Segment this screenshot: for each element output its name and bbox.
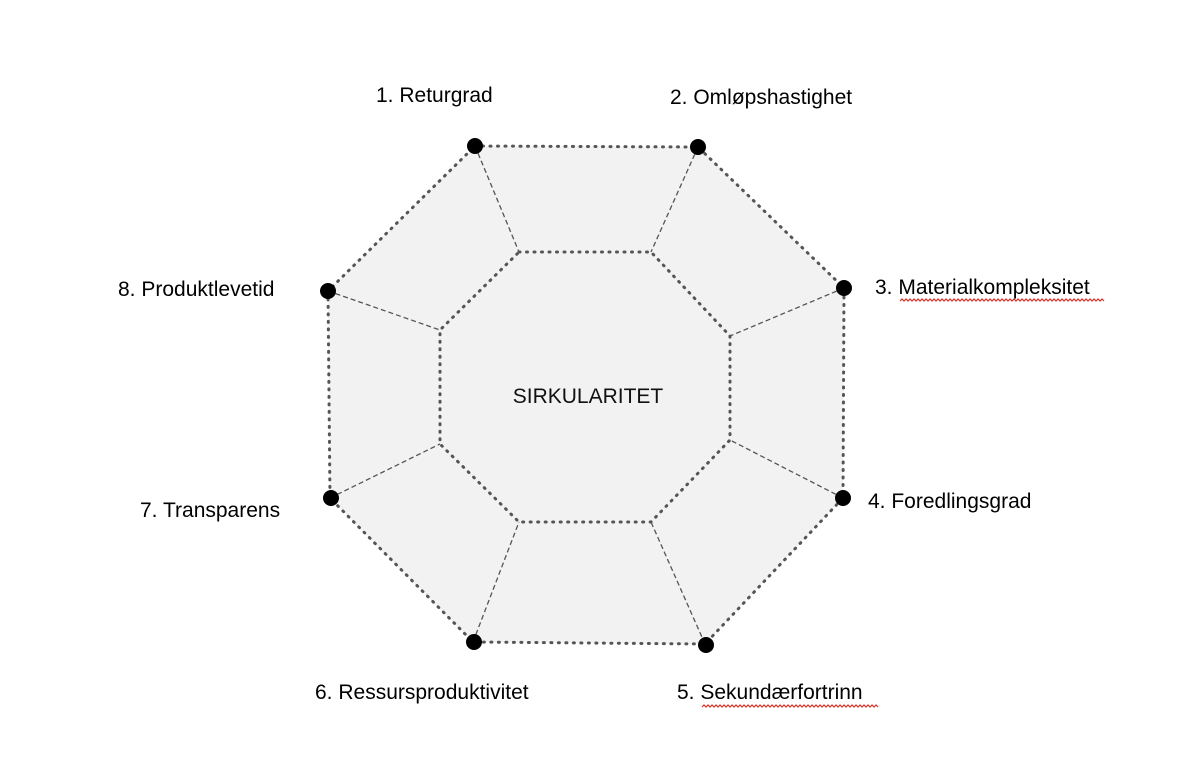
- node-4: [835, 490, 851, 506]
- label-sekundaerfortrinn: 5. Sekundærfortrinn: [677, 681, 863, 704]
- spoke-4: [729, 439, 844, 499]
- label-foredlingsgrad: 4. Foredlingsgrad: [868, 490, 1031, 513]
- spoke-8: [327, 290, 441, 331]
- spoke-3: [729, 287, 845, 337]
- nodes: [320, 138, 852, 653]
- spoke-7: [329, 443, 441, 499]
- spoke-2: [650, 146, 699, 253]
- label-transparens: 7. Transparens: [140, 499, 280, 522]
- label-returgrad: 1. Returgrad: [376, 84, 493, 107]
- inner-octagon: [438, 250, 732, 524]
- label-omlopshastighet: 2. Omløpshastighet: [670, 86, 852, 109]
- label-materialkompleksitet: 3. Materialkompleksitet: [875, 276, 1090, 299]
- label-ressursproduktivitet: 6. Ressursproduktivitet: [315, 681, 529, 704]
- spoke-1: [474, 145, 520, 253]
- spellcheck-underline-materialkompleksitet: [899, 298, 1105, 302]
- node-2: [690, 139, 706, 155]
- spoke-5: [650, 521, 706, 645]
- node-7: [323, 490, 339, 506]
- node-6: [466, 634, 482, 650]
- node-1: [467, 138, 483, 154]
- spellcheck-underline-sekundaerfortrinn: [701, 704, 879, 708]
- spokes: [327, 145, 845, 645]
- center-label: SIRKULARITET: [513, 385, 664, 408]
- spoke-6: [472, 521, 520, 643]
- node-5: [698, 637, 714, 653]
- label-produktlevetid: 8. Produktlevetid: [118, 278, 274, 301]
- node-8: [320, 283, 336, 299]
- node-3: [836, 280, 852, 296]
